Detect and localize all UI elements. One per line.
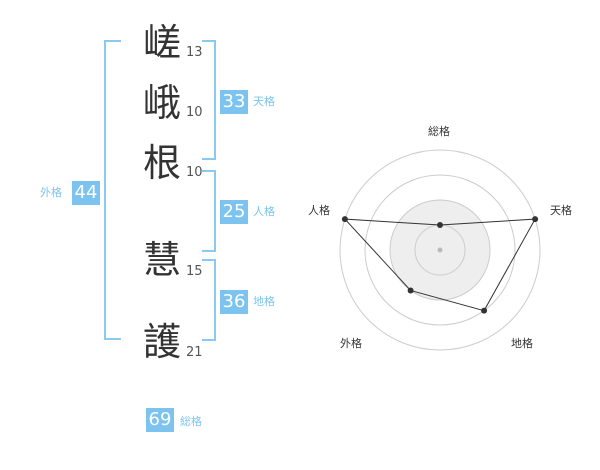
name-char-2: 峨 xyxy=(142,81,181,125)
radar-axis-label: 外格 xyxy=(340,337,362,350)
radar-point-2 xyxy=(532,216,539,223)
name-char-1: 嵯 xyxy=(142,21,181,65)
soukaku-score: 69 xyxy=(146,408,174,432)
chikaku-label: 地格 xyxy=(253,295,275,308)
stroke-count-4: 15 xyxy=(186,264,203,279)
radar-series-line xyxy=(343,218,536,312)
tenkaku-label: 天格 xyxy=(253,95,275,108)
tenkaku-score: 33 xyxy=(220,90,248,114)
name-char-5: 護 xyxy=(142,320,181,364)
radar-point-5 xyxy=(341,216,348,223)
jinkaku-score: 25 xyxy=(220,200,248,224)
radar-axis-label: 天格 xyxy=(550,204,572,217)
name-char-3: 根 xyxy=(142,141,181,185)
radar-center-dot xyxy=(437,247,443,253)
stroke-count-2: 10 xyxy=(186,105,203,120)
gaikaku-bracket xyxy=(104,40,121,340)
radar-grid-ring xyxy=(389,199,491,301)
radar-axis-label: 人格 xyxy=(308,204,330,217)
soukaku-label: 総格 xyxy=(180,415,202,428)
jinkaku-label: 人格 xyxy=(253,205,275,218)
radar-grid-ring xyxy=(339,149,541,351)
radar-grid-ring xyxy=(364,174,516,326)
radar-point-4 xyxy=(407,287,414,294)
name-char-4: 慧 xyxy=(142,238,181,282)
stroke-count-1: 13 xyxy=(186,45,203,60)
chikaku-bracket xyxy=(202,259,216,341)
gaikaku-score: 44 xyxy=(72,181,100,205)
chikaku-score: 36 xyxy=(220,290,248,314)
stroke-count-5: 21 xyxy=(186,345,203,360)
gaikaku-label: 外格 xyxy=(40,186,62,199)
radar-point-3 xyxy=(481,307,488,314)
stroke-count-3: 10 xyxy=(186,165,203,180)
radar-axis-label: 地格 xyxy=(511,337,533,350)
jinkaku-bracket xyxy=(202,170,216,252)
radar-point-1 xyxy=(437,222,443,228)
radar-axis-label: 総格 xyxy=(428,125,450,138)
tenkaku-bracket xyxy=(202,40,216,160)
